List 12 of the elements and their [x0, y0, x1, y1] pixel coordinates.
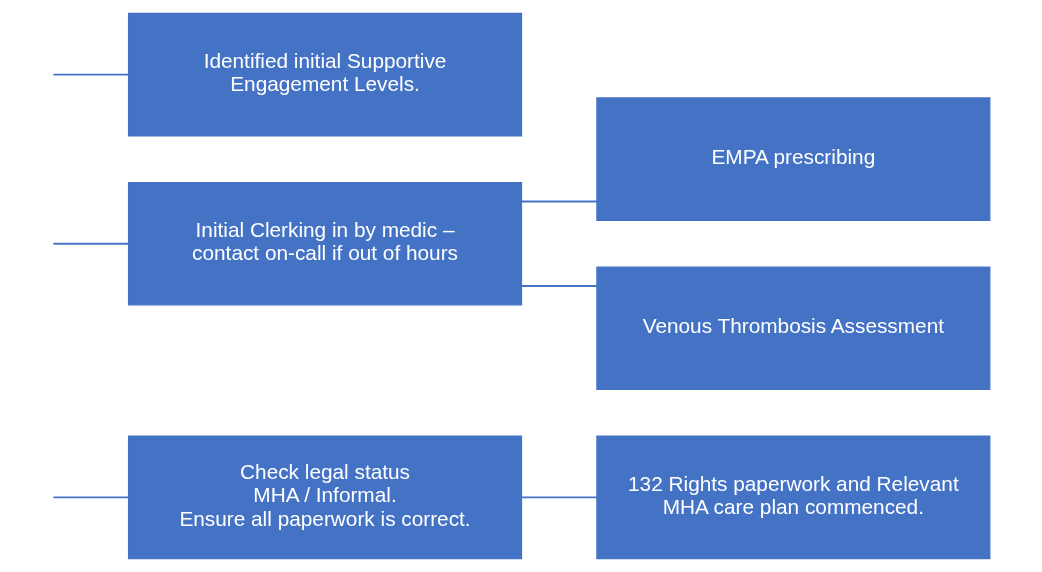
connector: [52, 496, 130, 499]
node-box: Check legal status MHA / Informal. Ensure all paperwork is correct.: [127, 435, 523, 560]
node-box: Initial Clerking in by medic – contact on-call if out of hours: [127, 181, 523, 306]
node-box: EMPA prescribing: [596, 97, 991, 221]
node-box: 132 Rights paperwork and Relevant MHA care plan commenced.: [596, 435, 991, 560]
connector: [52, 242, 130, 245]
connector: [520, 200, 598, 203]
connector: [52, 73, 130, 76]
node-box: Venous Thrombosis Assessment: [596, 266, 991, 391]
connector: [520, 496, 598, 499]
node-box: Identified initial Supportive Engagement Levels.: [127, 12, 523, 137]
connector: [520, 285, 598, 287]
